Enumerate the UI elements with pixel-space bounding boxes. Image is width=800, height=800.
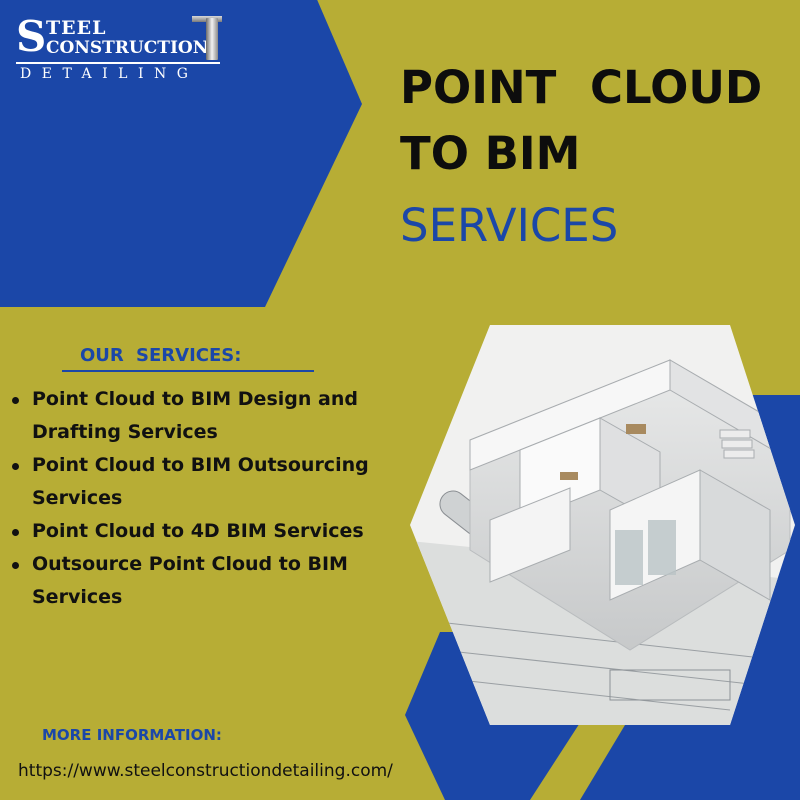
logo-construction: CONSTRUCTION <box>46 38 209 58</box>
services-underline <box>62 370 314 372</box>
service-item: Point Cloud to BIM Design and Drafting S… <box>12 383 412 449</box>
large-blue-hexagon <box>0 0 362 307</box>
title-line-1: POINT CLOUD <box>400 61 763 114</box>
title-line-2: TO BIM <box>400 127 581 180</box>
services-list: Point Cloud to BIM Design and Drafting S… <box>12 383 412 614</box>
service-item: Point Cloud to BIM Outsourcing Services <box>12 449 412 515</box>
more-information-label: MORE INFORMATION: <box>42 726 222 744</box>
bullet-icon <box>12 529 19 536</box>
bullet-icon <box>12 562 19 569</box>
logo-steel: TEEL <box>46 17 107 39</box>
service-item-label: Point Cloud to BIM Outsourcing Services <box>32 454 369 509</box>
logo-pipe-icon <box>206 18 218 60</box>
bullet-icon <box>12 397 19 404</box>
company-logo: S TEEL CONSTRUCTION DETAILING <box>16 14 228 84</box>
service-item-label: Outsource Point Cloud to BIM Services <box>32 553 348 608</box>
service-item-label: Point Cloud to BIM Design and Drafting S… <box>32 388 358 443</box>
website-link[interactable]: https://www.steelconstructiondetailing.c… <box>18 761 393 781</box>
title-line-3: SERVICES <box>400 199 619 252</box>
logo-divider <box>16 62 220 64</box>
architectural-3d-house-model-image <box>410 325 795 725</box>
service-item: Outsource Point Cloud to BIM Services <box>12 548 412 614</box>
service-item: Point Cloud to 4D BIM Services <box>12 515 412 548</box>
service-item-label: Point Cloud to 4D BIM Services <box>32 520 364 542</box>
services-heading: OUR SERVICES: <box>80 345 242 366</box>
logo-initial: S <box>16 12 47 61</box>
bullet-icon <box>12 463 19 470</box>
logo-detailing: DETAILING <box>20 66 199 82</box>
